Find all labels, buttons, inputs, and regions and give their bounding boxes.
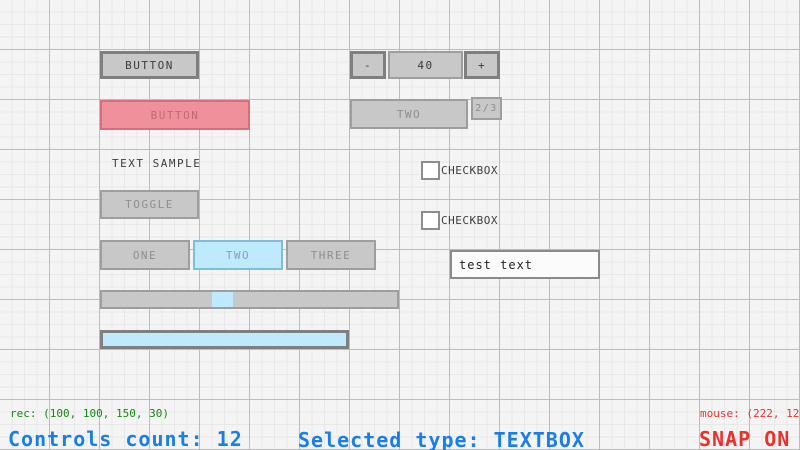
checkbox-1-label: CHECKBOX [441, 164, 498, 177]
selected-type-readout: Selected type: TEXTBOX [298, 428, 585, 450]
slider-handle[interactable] [212, 292, 233, 307]
spinner-decrement-button[interactable]: - [350, 51, 386, 79]
button-control-selected[interactable]: BUTTON [100, 100, 250, 130]
selection-rect-readout: rec: (100, 100, 150, 30) [10, 407, 169, 420]
text-input[interactable]: test text [450, 250, 600, 279]
mouse-position-readout: mouse: (222, 123) [700, 407, 800, 420]
progress-bar [100, 330, 349, 349]
spinner-increment-button[interactable]: + [464, 51, 500, 79]
checkbox-1[interactable] [421, 161, 440, 180]
slider-track[interactable] [100, 290, 399, 309]
dropdown-page-indicator: 2/3 [471, 97, 502, 120]
toggle-button[interactable]: TOGGLE [100, 190, 199, 219]
snap-mode-indicator: SNAP ON [699, 427, 791, 450]
controls-count-readout: Controls count: 12 [8, 427, 243, 450]
tab-two-selected[interactable]: TWO [193, 240, 283, 270]
tab-one[interactable]: ONE [100, 240, 190, 270]
tab-three[interactable]: THREE [286, 240, 376, 270]
button-control[interactable]: BUTTON [100, 51, 199, 79]
checkbox-2[interactable] [421, 211, 440, 230]
checkbox-2-label: CHECKBOX [441, 214, 498, 227]
dropdown-selector[interactable]: TWO [350, 99, 468, 129]
spinner-value[interactable]: 40 [388, 51, 463, 79]
text-sample-label: TEXT SAMPLE [112, 157, 202, 170]
